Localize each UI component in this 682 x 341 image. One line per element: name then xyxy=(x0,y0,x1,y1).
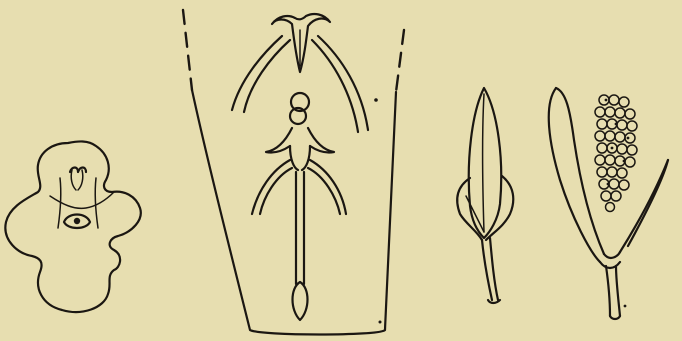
dissected-flower-column xyxy=(183,10,404,335)
closed-bud xyxy=(457,88,513,303)
flower-front-view xyxy=(5,141,140,312)
open-spadix-with-seeds xyxy=(549,88,668,319)
